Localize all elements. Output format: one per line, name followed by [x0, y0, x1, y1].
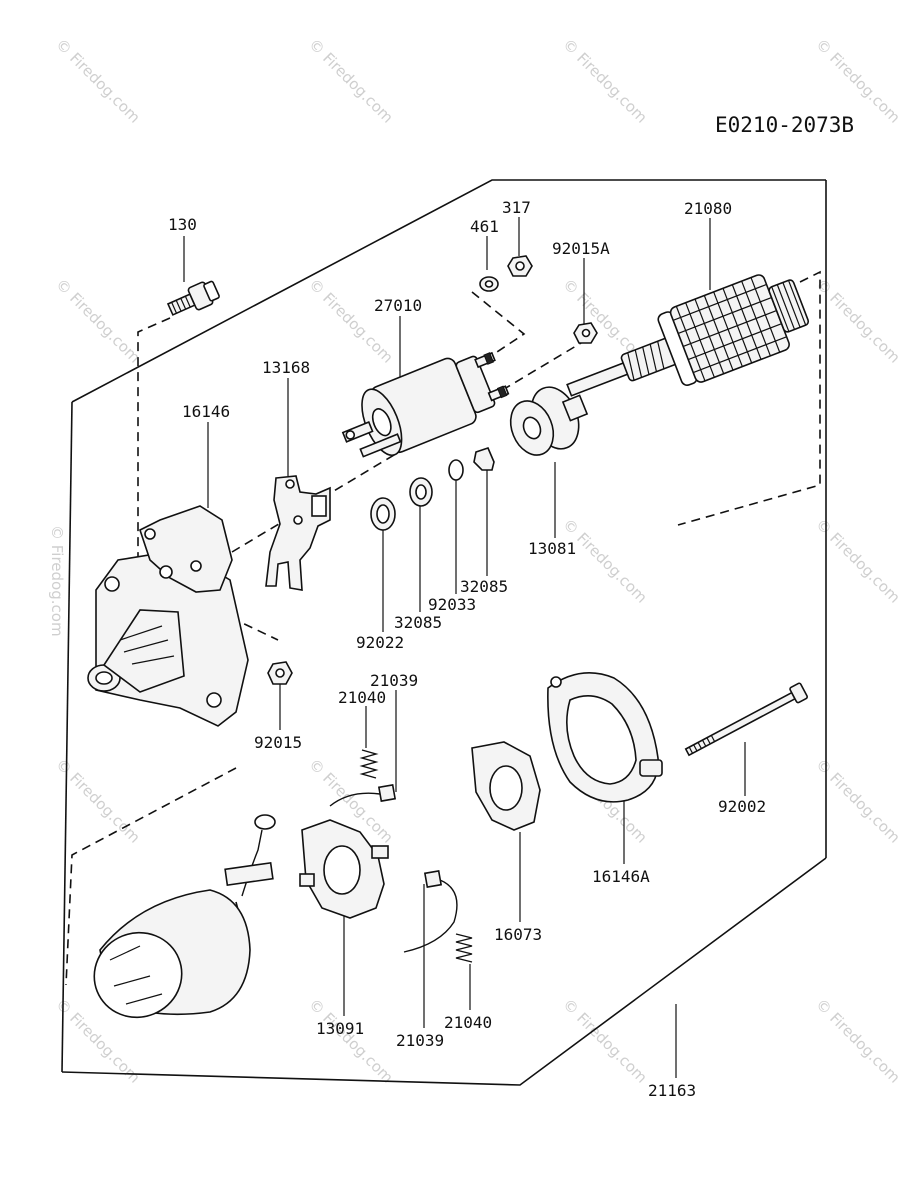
washer-92022 [370, 497, 396, 531]
label-32085-a: 32085 [460, 577, 508, 596]
dash-washer-461 [471, 291, 526, 363]
label-21039-b: 21039 [396, 1031, 444, 1050]
label-16073: 16073 [494, 925, 542, 944]
brush-21039-lower [403, 869, 458, 953]
label-21080: 21080 [684, 199, 732, 218]
label-461: 461 [470, 217, 499, 236]
dash-bolt-130 [137, 317, 171, 560]
nut-92015 [267, 661, 293, 685]
watermark: © Firedog.com [305, 35, 397, 127]
spring-21040-lower [455, 933, 473, 963]
watermark: © Firedog.com [812, 995, 904, 1087]
label-130: 130 [168, 215, 197, 234]
watermark: © Firedog.com [559, 35, 651, 127]
watermark: © Firedog.com [559, 515, 651, 607]
label-317: 317 [502, 198, 531, 217]
brush-21039-upper [329, 783, 397, 807]
label-21163: 21163 [648, 1081, 696, 1100]
magnetic-switch-27010 [341, 351, 510, 458]
assembly-border [61, 179, 827, 1086]
label-16146A: 16146A [592, 867, 650, 886]
label-92015A: 92015A [552, 239, 610, 258]
through-bolt-92002 [684, 682, 809, 757]
dash-right-bracket [677, 270, 821, 526]
yoke-field-coil [93, 814, 276, 1019]
label-92002: 92002 [718, 797, 766, 816]
label-92015: 92015 [254, 733, 302, 752]
label-21040-a: 21040 [338, 688, 386, 707]
label-92033: 92033 [428, 595, 476, 614]
label-21040-b: 21040 [444, 1013, 492, 1032]
label-13081: 13081 [528, 539, 576, 558]
label-13168: 13168 [262, 358, 310, 377]
watermark: © Firedog.com [48, 525, 66, 637]
border-bottom-edge [61, 857, 827, 1086]
stopper-32085-a [473, 447, 495, 471]
label-16146: 16146 [182, 402, 230, 421]
label-32085-b: 32085 [394, 613, 442, 632]
part-labels: 130 461 317 92015A 21080 27010 13168 161… [168, 198, 766, 1100]
nut-92015A [573, 322, 598, 344]
border-left-edge [61, 401, 73, 1073]
housing-16146 [87, 505, 249, 727]
rear-cover-16146A [547, 672, 663, 803]
brush-holder-13091 [299, 819, 389, 919]
armature-21080 [566, 274, 810, 397]
watermark: © Firedog.com [305, 275, 397, 367]
dash-yoke [65, 767, 237, 986]
stopper-32085-b [409, 477, 433, 507]
watermark: © Firedog.com [305, 995, 397, 1087]
pinion-13081 [509, 386, 589, 456]
label-92022: 92022 [356, 633, 404, 652]
border-top-edge [71, 179, 826, 403]
watermark: © Firedog.com [52, 275, 144, 367]
watermark: © Firedog.com [52, 35, 144, 127]
label-13091: 13091 [316, 1019, 364, 1038]
brush-plate-16073 [471, 741, 541, 831]
watermark: © Firedog.com [559, 995, 651, 1087]
bolt-130 [166, 280, 220, 316]
nut-317 [507, 255, 533, 277]
washer-461 [479, 276, 499, 292]
spring-21040-upper [359, 749, 379, 779]
label-21039-a: 21039 [370, 671, 418, 690]
ring-92033 [448, 459, 464, 481]
label-27010: 27010 [374, 296, 422, 315]
shift-lever-13168 [265, 475, 331, 591]
diagram-code: E0210-2073B [715, 113, 854, 137]
